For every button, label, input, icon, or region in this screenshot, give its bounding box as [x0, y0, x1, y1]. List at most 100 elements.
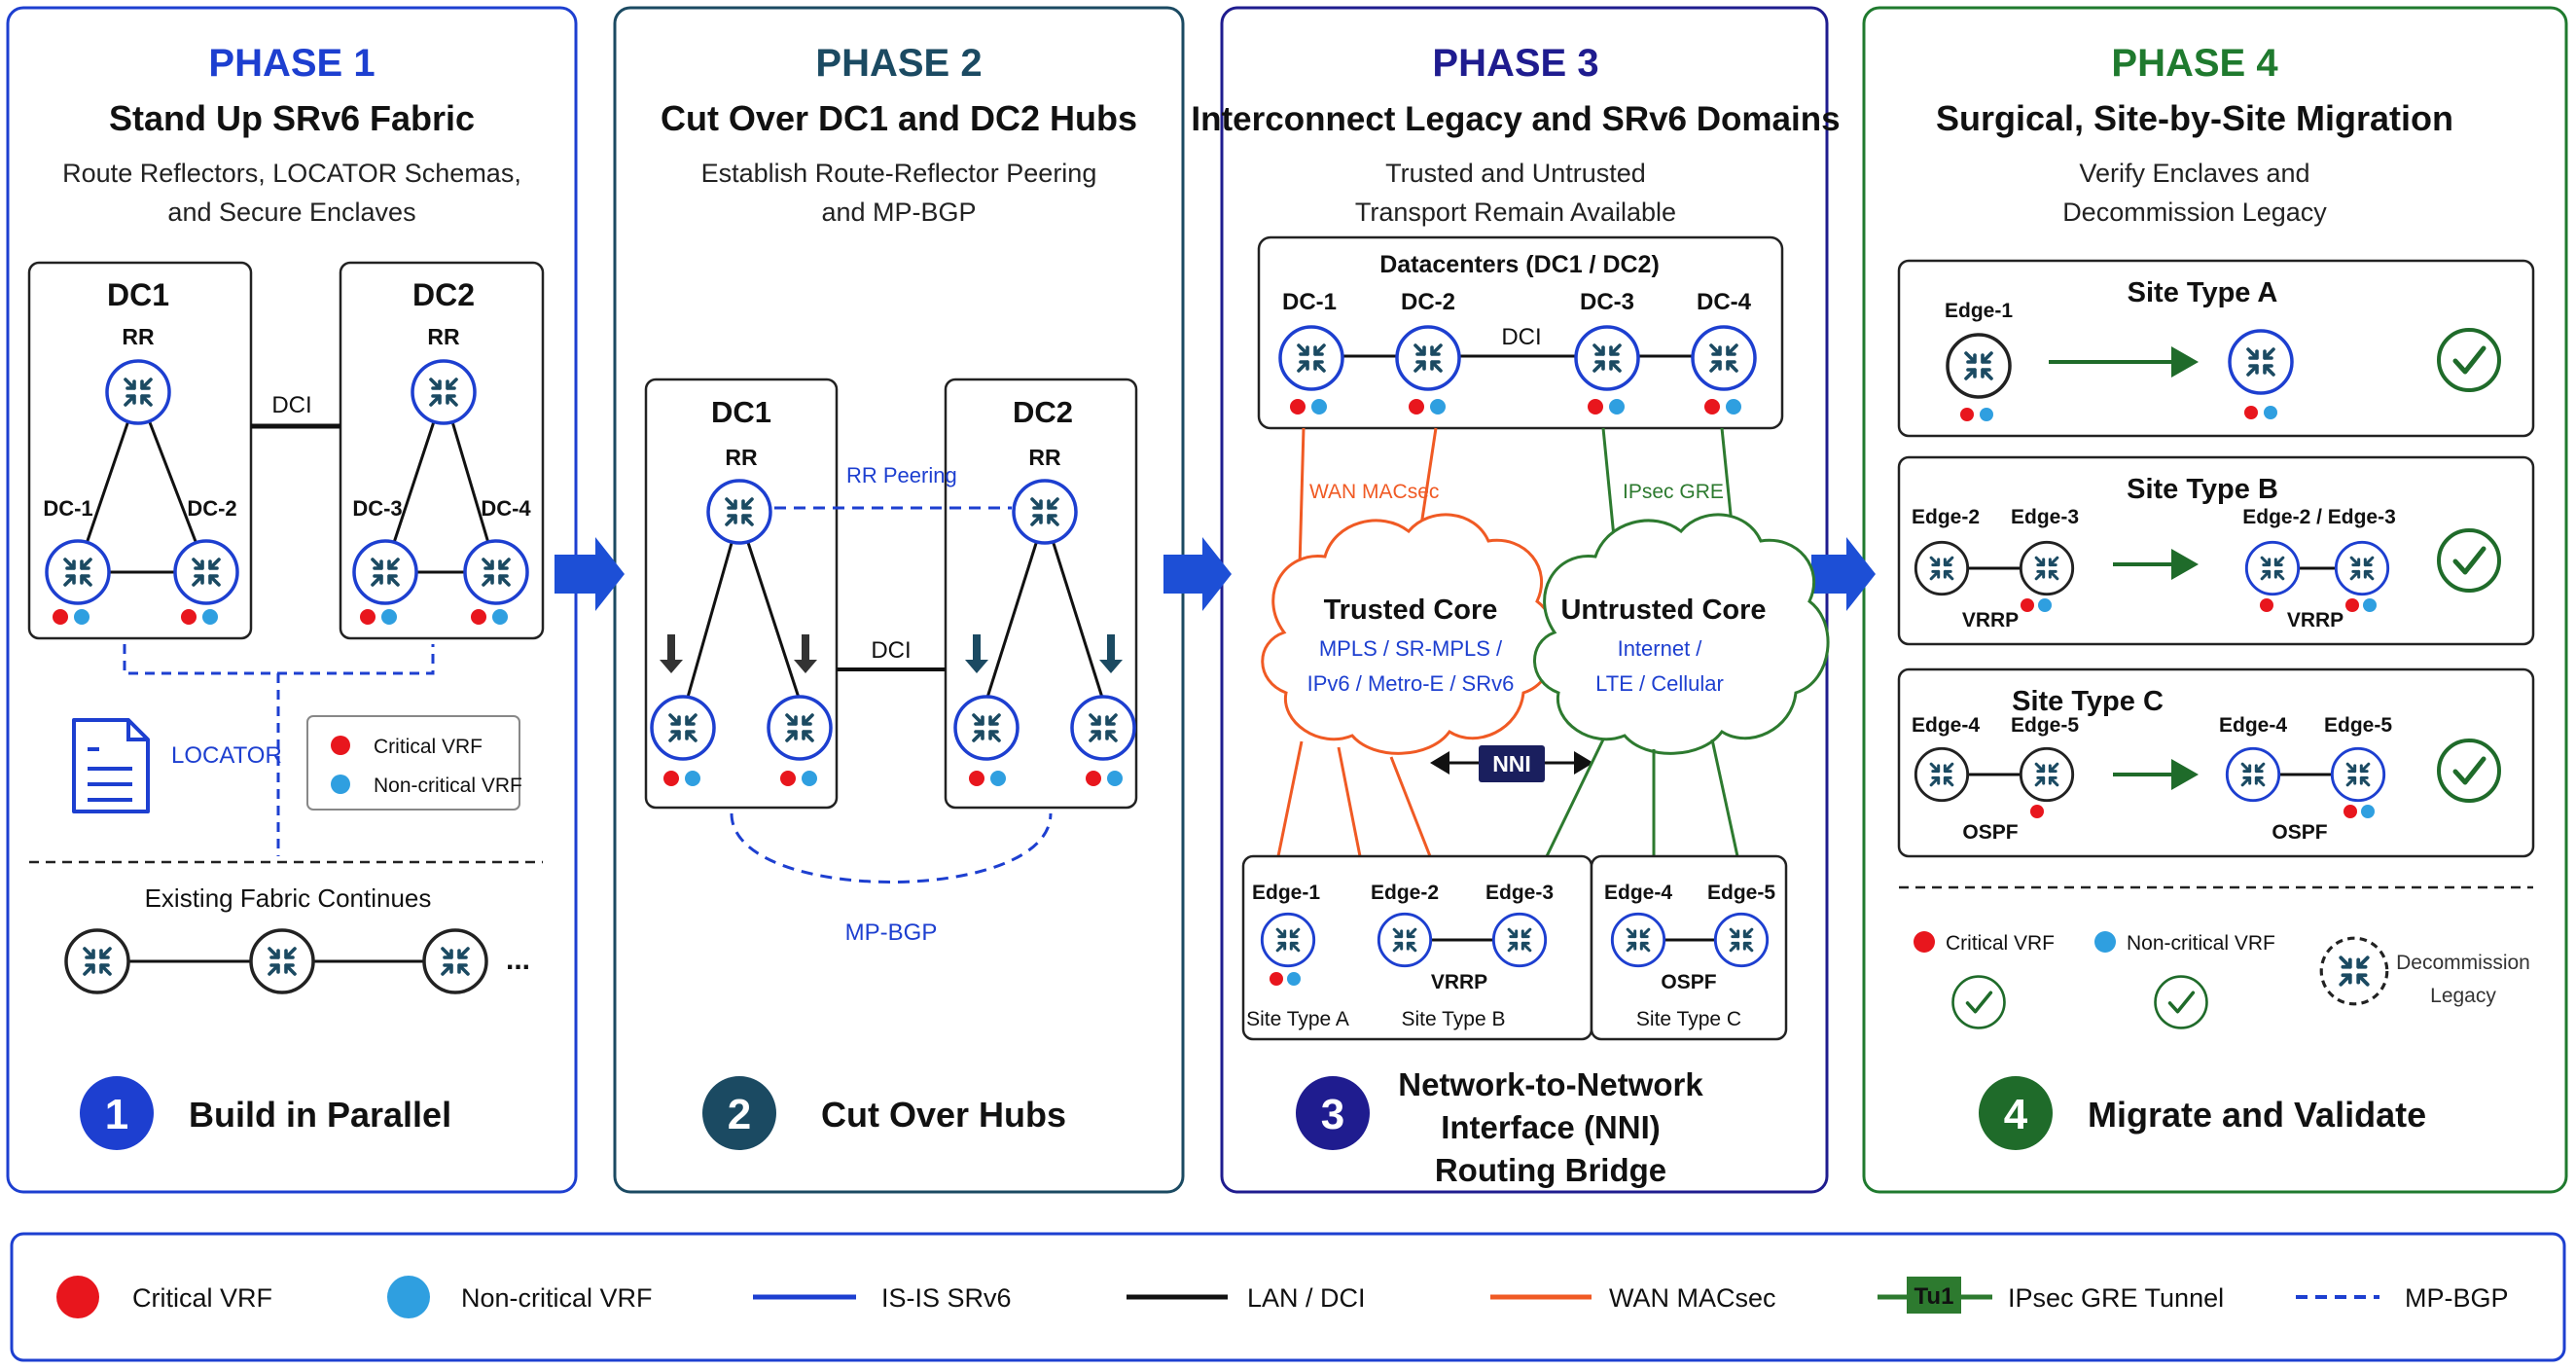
- step-3: 3 Network-to-Network Interface (NNI) Rou…: [1296, 1066, 1703, 1188]
- legacy-router: [66, 930, 128, 992]
- rr-label: RR: [122, 324, 155, 349]
- trusted-core-line: MPLS / SR-MPLS /: [1319, 636, 1503, 661]
- phase-heading: PHASE 3: [1432, 42, 1598, 85]
- rr-label: RR: [427, 324, 460, 349]
- dc2-router: [769, 697, 831, 759]
- phase-subtitle: Establish Route-Reflector Peering: [701, 159, 1097, 188]
- cutover-arrow-icons: [660, 634, 1123, 673]
- legend-noncritical-label: Non-critical VRF: [461, 1283, 653, 1313]
- rr-router: [107, 361, 169, 423]
- phase4-diagram: Site Type A Edge-1 Site Type B Edge-2 Ed…: [1897, 259, 2535, 1030]
- phase1-panel: [6, 6, 578, 1194]
- untrusted-core-line: LTE / Cellular: [1595, 671, 1724, 696]
- legend-box: [10, 1232, 2566, 1362]
- legend-noncritical-label: Non-critical VRF: [2127, 932, 2275, 955]
- phase1-header: PHASE 1 Stand Up SRv6 Fabric Route Refle…: [62, 42, 521, 227]
- phase-title: Cut Over DC1 and DC2 Hubs: [661, 98, 1137, 138]
- step-number: 2: [728, 1091, 751, 1138]
- dc1-label: DC1: [711, 395, 771, 429]
- legend-lan-label: LAN / DCI: [1247, 1283, 1366, 1313]
- tu1-badge: [1907, 1277, 1961, 1314]
- phase-heading: PHASE 4: [2111, 42, 2278, 85]
- wan-macsec-link: [1337, 746, 1362, 857]
- wan-macsec-label: WAN MACsec: [1309, 481, 1439, 503]
- site-type-b-card: [1897, 455, 2535, 646]
- phase-subtitle: Trusted and Untrusted: [1385, 159, 1646, 188]
- edge-label: Edge-5: [2011, 714, 2079, 737]
- check-icon: [2153, 974, 2209, 1030]
- check-icon: [2439, 530, 2499, 591]
- edge1-router: [1262, 914, 1313, 965]
- vrf-dots: [1290, 399, 1741, 415]
- untrusted-core-title: Untrusted Core: [1560, 595, 1766, 626]
- phase-arrow-3-4: [1811, 537, 1876, 611]
- step-2-badge: [702, 1076, 776, 1150]
- vrf-dots: [663, 771, 1123, 786]
- vrrp-label: VRRP: [1962, 609, 2019, 631]
- dc-1-label: DC-1: [1282, 289, 1337, 315]
- dc2-router: [1397, 327, 1459, 389]
- step-4: 4 Migrate and Validate: [1979, 1076, 2426, 1150]
- step-label: Migrate and Validate: [2088, 1095, 2426, 1135]
- edge-label: Edge-2: [1371, 882, 1439, 904]
- edge-label: Edge-5: [1707, 882, 1775, 904]
- dc3-router: [1576, 327, 1638, 389]
- dc4-router: [465, 541, 527, 603]
- migrated-edge2-router: [2246, 542, 2298, 594]
- dc4-router: [1693, 327, 1755, 389]
- legend-critical-label: Critical VRF: [374, 736, 483, 758]
- dc2-label: DC2: [1013, 395, 1073, 429]
- rr-peering-label: RR Peering: [846, 463, 957, 487]
- legacy-edge2-router: [1915, 542, 1967, 594]
- ipsec-gre-link: [1545, 739, 1605, 857]
- migrated-edge3-router: [2336, 542, 2387, 594]
- site-type-b-title: Site Type B: [2127, 474, 2278, 505]
- ipsec-gre-link: [1601, 427, 1617, 548]
- step-label: Routing Bridge: [1435, 1152, 1666, 1188]
- wan-macsec-link: [1298, 427, 1306, 567]
- legend-mpbgp-label: MP-BGP: [2405, 1283, 2509, 1313]
- step-label: Cut Over Hubs: [821, 1095, 1066, 1135]
- mp-bgp-label: MP-BGP: [845, 919, 938, 946]
- dc-1-label: DC-1: [43, 496, 92, 521]
- legend-isis-label: IS-IS SRv6: [881, 1283, 1012, 1313]
- phase-subtitle: and Secure Enclaves: [167, 198, 415, 227]
- check-icon: [1950, 974, 2007, 1030]
- step-3-badge: [1296, 1076, 1370, 1150]
- legend-critical-label: Critical VRF: [132, 1283, 272, 1313]
- dc-2-label: DC-2: [1401, 289, 1455, 315]
- phase-title: Surgical, Site-by-Site Migration: [1936, 98, 2453, 138]
- migrated-edge1-router: [2230, 331, 2292, 393]
- phase-title: Interconnect Legacy and SRv6 Domains: [1191, 100, 1840, 138]
- edge3-router: [1493, 914, 1545, 965]
- rr-label: RR: [725, 445, 758, 470]
- untrusted-core-cloud: [1533, 513, 1830, 755]
- dc3-router: [354, 541, 416, 603]
- phase-subtitle: Transport Remain Available: [1355, 198, 1676, 227]
- dc1-router: [47, 541, 109, 603]
- step-4-badge: [1979, 1076, 2053, 1150]
- vrf-dots: [53, 609, 508, 625]
- dc-2-label: DC-2: [187, 496, 236, 521]
- ipsec-gre-label: IPsec GRE: [1623, 481, 1724, 503]
- rr-router: [1014, 481, 1076, 543]
- dc2-box: [944, 378, 1138, 810]
- edge-label: Edge-2: [1912, 506, 1980, 528]
- dc2-label: DC2: [412, 277, 475, 312]
- edge-label: Edge-3: [1485, 882, 1554, 904]
- datacenters-label: Datacenters (DC1 / DC2): [1379, 251, 1660, 278]
- check-icon: [2439, 330, 2499, 390]
- legacy-edge5-router: [2021, 748, 2072, 800]
- edge5-router: [1715, 914, 1767, 965]
- phase2-header: PHASE 2 Cut Over DC1 and DC2 Hubs Establ…: [661, 42, 1137, 227]
- legacy-edge3-router: [2021, 542, 2072, 594]
- edge2-router: [1378, 914, 1430, 965]
- ipsec-gre-link: [1710, 739, 1739, 857]
- step-label: Build in Parallel: [189, 1095, 451, 1135]
- phase2-panel: [613, 6, 1185, 1194]
- step-number: 1: [105, 1091, 128, 1138]
- legacy-edge4-router: [1915, 748, 1967, 800]
- check-icon: [2439, 740, 2499, 801]
- nni-badge: [1479, 745, 1545, 782]
- edge-label: Edge-4: [1604, 882, 1672, 904]
